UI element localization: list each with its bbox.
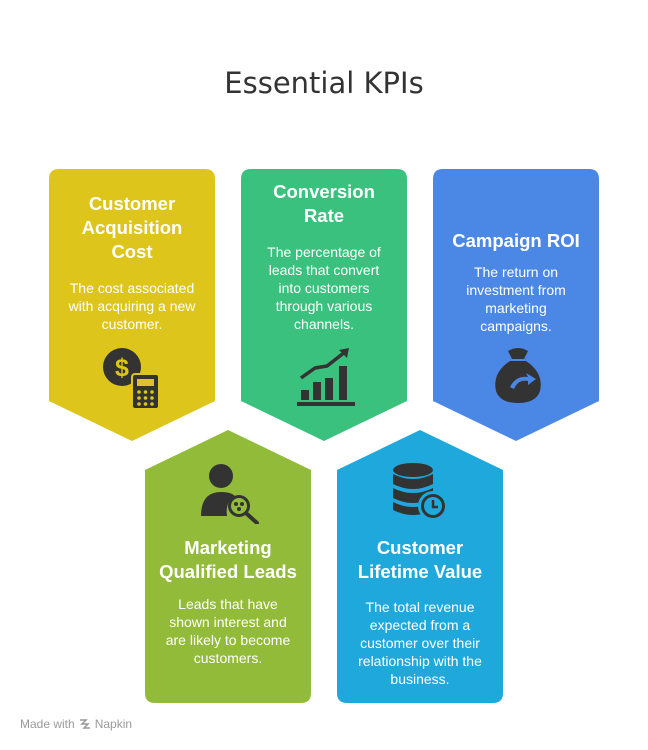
card-heading: Marketing Qualified Leads bbox=[159, 537, 297, 582]
card-description: The total revenue expected from a custom… bbox=[358, 599, 482, 687]
card-description: The return on investment from marketing … bbox=[466, 264, 566, 334]
card-heading: Customer Acquisition Cost bbox=[81, 193, 183, 262]
money-bag-icon bbox=[495, 348, 541, 403]
dollar-calculator-icon: $ bbox=[103, 348, 160, 408]
napkin-logo-icon bbox=[79, 719, 90, 729]
svg-text:$: $ bbox=[115, 354, 129, 382]
growth-bar-chart-icon bbox=[297, 348, 355, 406]
card-shape-up bbox=[145, 430, 311, 703]
card-description: Leads that have shown interest and are l… bbox=[165, 596, 291, 666]
footer-made-with: Made with bbox=[20, 717, 75, 731]
card-shape-up bbox=[337, 430, 503, 703]
card-description: The cost associated with acquiring a new… bbox=[68, 280, 196, 332]
kpi-card-campaign-roi: Campaign ROI The return on investment fr… bbox=[433, 169, 599, 441]
kpi-card-customer-lifetime-value: Customer Lifetime Value The total revenu… bbox=[337, 430, 503, 703]
person-search-icon bbox=[201, 464, 259, 524]
card-heading: Customer Lifetime Value bbox=[357, 537, 483, 582]
card-shape-down bbox=[433, 169, 599, 441]
footer-brand: Napkin bbox=[94, 717, 133, 731]
card-shape-down bbox=[241, 169, 407, 441]
card-shape-down bbox=[49, 169, 215, 441]
card-description: The percentage of leads that convert int… bbox=[267, 244, 381, 332]
kpi-card-conversion-rate: Conversion Rate The percentage of leads … bbox=[241, 169, 407, 441]
page-title: Essential KPIs bbox=[224, 66, 424, 100]
kpi-card-customer-acquisition-cost: Customer Acquisition Cost The cost assoc… bbox=[49, 169, 215, 441]
card-heading: Campaign ROI bbox=[452, 230, 580, 251]
footer-attribution: Made with Napkin bbox=[20, 717, 132, 731]
database-clock-icon bbox=[393, 463, 448, 521]
card-heading: Conversion Rate bbox=[273, 181, 375, 226]
kpi-card-marketing-qualified-leads: Marketing Qualified Leads Leads that hav… bbox=[145, 430, 311, 703]
